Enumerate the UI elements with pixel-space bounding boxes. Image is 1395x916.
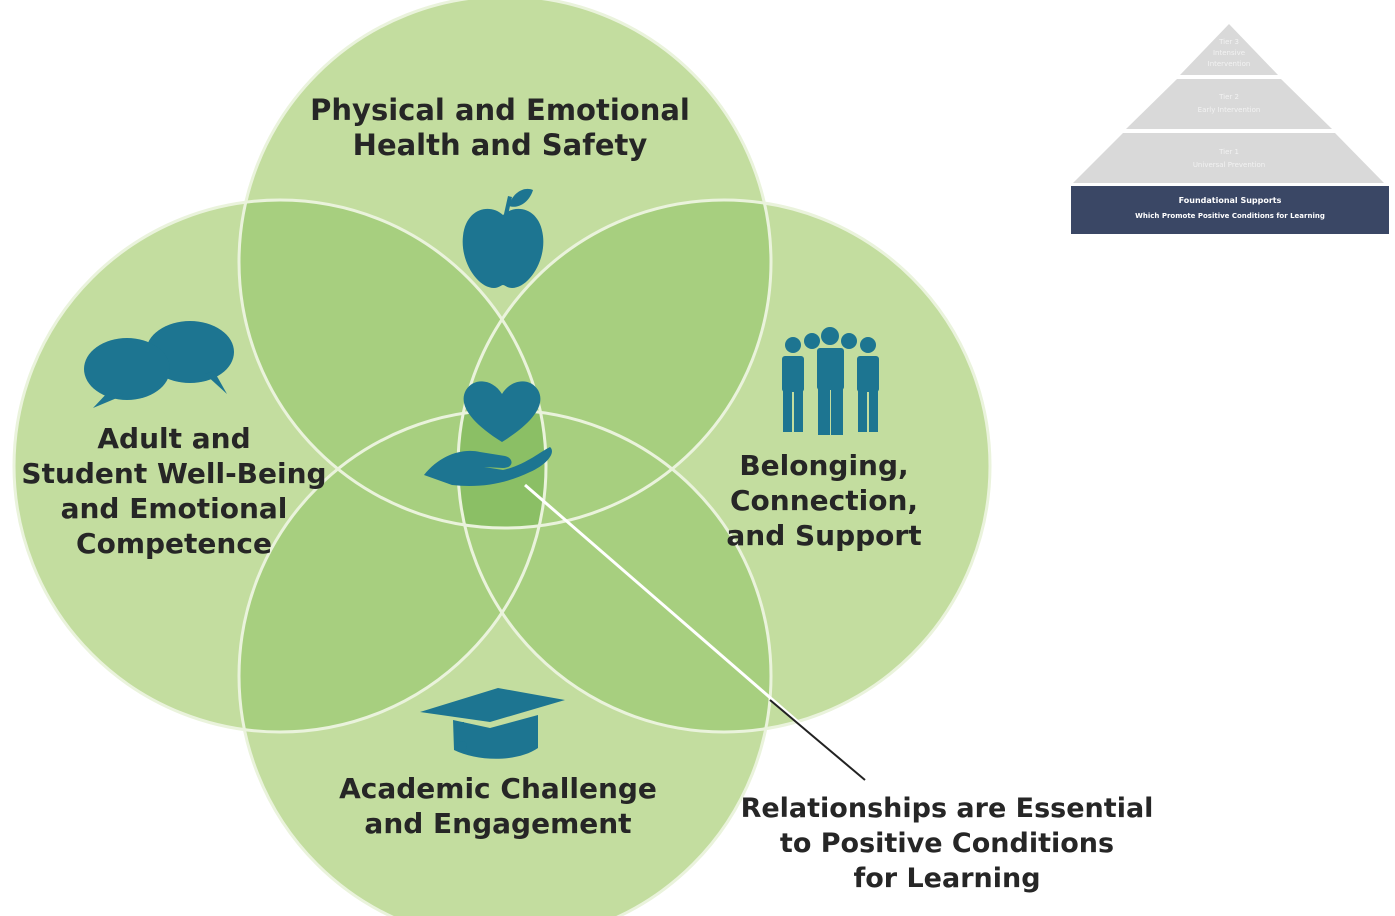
svg-text:Connection,: Connection,	[730, 484, 918, 517]
svg-text:Health and Safety: Health and Safety	[353, 128, 648, 162]
svg-text:and Engagement: and Engagement	[364, 807, 631, 840]
speech-bubbles-icon	[84, 321, 234, 408]
svg-text:for Learning: for Learning	[853, 863, 1040, 894]
callout-label: Relationships are Essential to Positive …	[741, 793, 1154, 894]
svg-text:Academic Challenge: Academic Challenge	[339, 772, 657, 805]
pyramid-tier-2-line2: Early Intervention	[1198, 106, 1261, 114]
svg-text:Physical and Emotional: Physical and Emotional	[310, 93, 690, 127]
pyramid-tier-1-line2: Universal Prevention	[1193, 161, 1265, 169]
pyramid-tier-2	[1126, 79, 1332, 129]
pyramid-tier-3-label: Tier 3	[1218, 38, 1239, 46]
apple-icon	[462, 188, 544, 288]
svg-text:Competence: Competence	[76, 527, 272, 560]
mtss-pyramid: Tier 3 Intensive Intervention Tier 2 Ear…	[1071, 24, 1389, 234]
svg-text:to Positive Conditions: to Positive Conditions	[780, 828, 1114, 859]
svg-text:and Support: and Support	[726, 519, 921, 552]
pyramid-tier-3-line2: Intensive	[1213, 49, 1245, 57]
svg-text:Relationships are Essential: Relationships are Essential	[741, 793, 1154, 824]
pyramid-tier-2-label: Tier 2	[1218, 93, 1239, 101]
label-left: Adult and Student Well-Being and Emotion…	[21, 422, 326, 560]
heart-in-hand-icon	[424, 381, 552, 486]
graduation-cap-icon	[420, 688, 565, 759]
callout-pointer	[524, 483, 866, 782]
pyramid-tier-1	[1073, 133, 1384, 183]
label-top: Physical and Emotional Health and Safety	[310, 93, 690, 162]
label-right: Belonging, Connection, and Support	[726, 449, 921, 552]
pyramid-base-title: Foundational Supports	[1179, 196, 1282, 205]
pyramid-tier-3-line3: Intervention	[1208, 60, 1251, 68]
pyramid-tier-1-label: Tier 1	[1218, 148, 1239, 156]
svg-text:Adult and: Adult and	[97, 422, 250, 455]
pyramid-base	[1071, 186, 1389, 234]
svg-text:Student Well-Being: Student Well-Being	[21, 457, 326, 490]
pyramid-tier-3	[1180, 24, 1278, 75]
svg-text:and Emotional: and Emotional	[61, 492, 288, 525]
svg-text:Belonging,: Belonging,	[739, 449, 908, 482]
label-bottom: Academic Challenge and Engagement	[339, 772, 657, 840]
pyramid-base-subtitle: Which Promote Positive Conditions for Le…	[1135, 212, 1325, 220]
callout-pointer-outside	[769, 699, 866, 781]
people-group-icon	[782, 327, 879, 435]
